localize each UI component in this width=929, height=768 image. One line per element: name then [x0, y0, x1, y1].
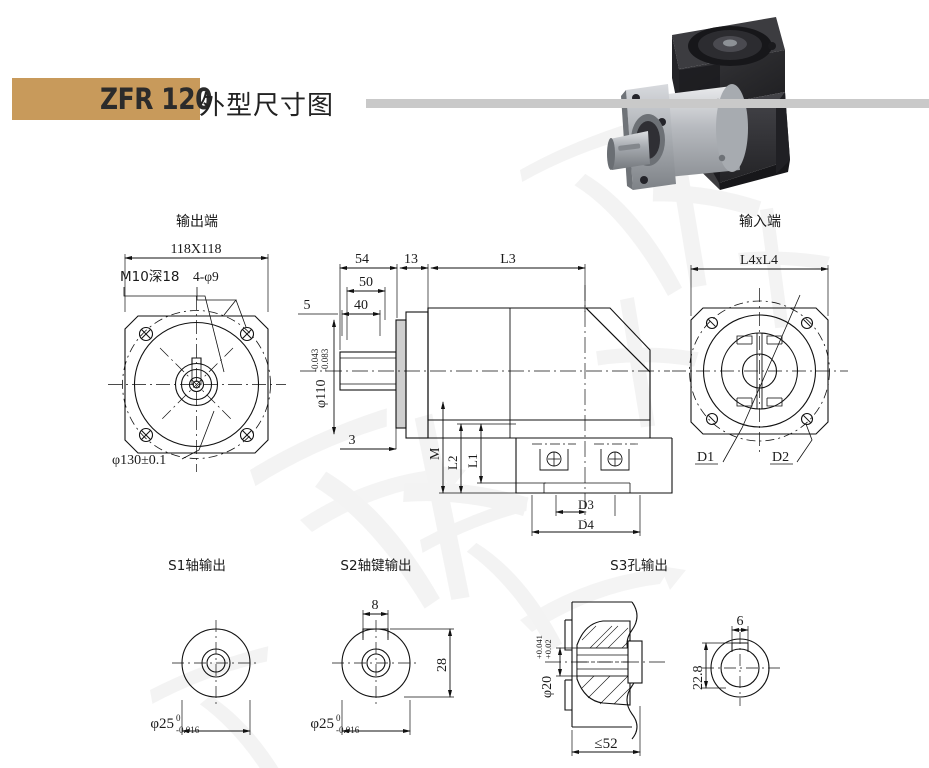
s2-tol-upper: 0	[336, 713, 341, 723]
view-s2-shaft: S2轴键输出 8	[310, 558, 454, 735]
side-dim-L2: L2	[445, 456, 460, 470]
s3-key-width: 6	[737, 614, 744, 629]
side-dim-L1: L1	[465, 454, 480, 468]
s2-key-width: 8	[372, 598, 379, 613]
input-label-d2: D2	[772, 450, 789, 465]
view-s3-bore-end: 6 22.8	[691, 614, 780, 706]
product-photo	[600, 17, 929, 190]
side-dim-D4: D4	[578, 517, 594, 532]
s3-bore-dia: φ20	[540, 676, 555, 698]
view-s1-shaft: S1轴输出 φ25 0 -0.016	[150, 558, 260, 735]
input-square-dim: L4xL4	[740, 253, 778, 268]
s3-max-len: ≤52	[594, 736, 617, 752]
output-square-dim: 118X118	[170, 242, 221, 257]
side-dim-3: 3	[349, 433, 356, 448]
s1-tol-upper: 0	[176, 713, 181, 723]
page-title-model: ZFR 120	[100, 82, 213, 116]
pilot-tol-lower: -0.083	[320, 348, 330, 372]
view-side: 54 13 L3 50 40 5	[298, 252, 673, 536]
page-title-subtitle: 外型尺寸图	[199, 91, 335, 121]
s1-dia: φ25	[150, 716, 174, 732]
s3-title: S3孔输出	[610, 558, 668, 574]
photo-output-shaft	[607, 131, 650, 170]
side-dim-54: 54	[355, 252, 369, 267]
pilot-tol-upper: -0.043	[310, 348, 320, 372]
header-band	[12, 78, 200, 120]
side-dim-5: 5	[304, 298, 311, 313]
bolt-circle-dim: φ130±0.1	[112, 453, 166, 468]
view-s3-bore: S3孔输出	[534, 558, 668, 756]
s3-key-depth: 22.8	[691, 666, 706, 691]
s3-bore-tol-upper: +0.041	[534, 635, 544, 659]
input-label-d1: D1	[697, 450, 714, 465]
s2-key-height: 28	[435, 658, 450, 672]
s2-dia: φ25	[310, 716, 334, 732]
s2-title: S2轴键输出	[340, 558, 411, 574]
output-end-title: 输出端	[176, 214, 218, 230]
s3-bore-tol-lower: +0.02	[543, 639, 553, 659]
output-hole-label: 4-φ9	[193, 269, 219, 284]
side-dim-50: 50	[359, 275, 373, 290]
output-thread-label: M10深18	[120, 269, 180, 285]
s1-title: S1轴输出	[168, 558, 226, 574]
input-end-title: 输入端	[739, 214, 781, 230]
view-input-end: 输入端 L4xL4	[672, 214, 848, 465]
s1-tol-lower: -0.016	[176, 725, 200, 735]
side-dim-40: 40	[354, 298, 368, 313]
side-dim-M: M	[428, 447, 443, 460]
pilot-dia: φ110	[314, 379, 329, 408]
view-output-end: 输出端 118X118 M10深18 4-φ9	[108, 214, 286, 472]
side-dim-D3: D3	[578, 497, 594, 512]
side-dim-13: 13	[404, 252, 418, 267]
s2-tol-lower: -0.016	[336, 725, 360, 735]
side-dim-L3: L3	[500, 252, 516, 267]
